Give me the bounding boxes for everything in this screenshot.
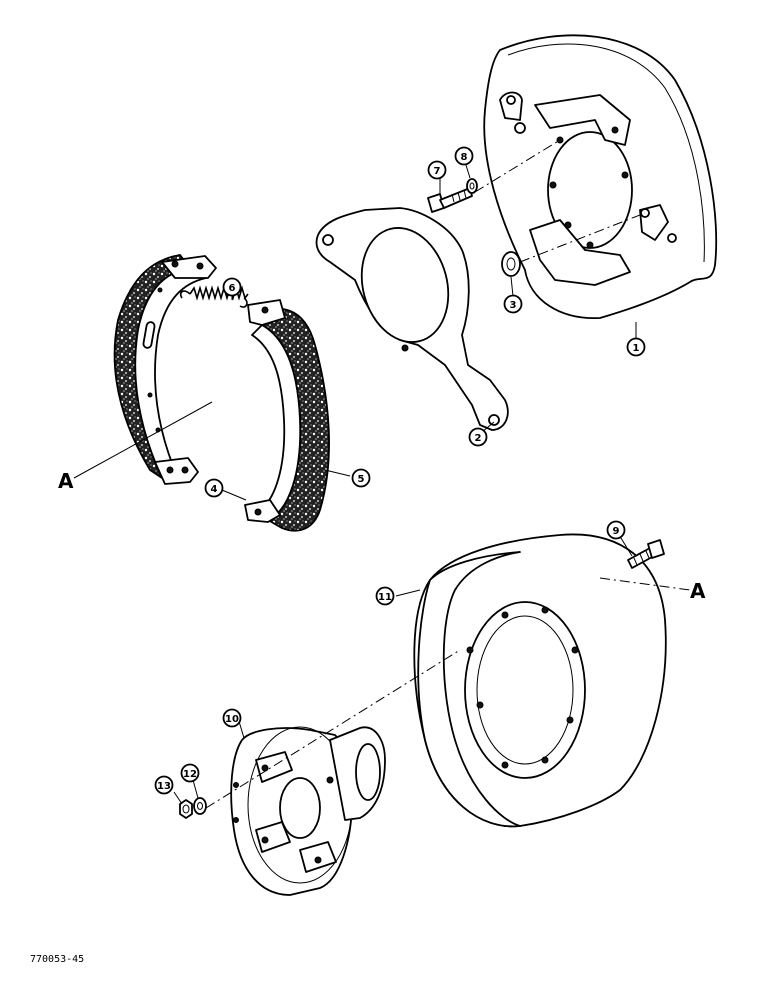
svg-text:5: 5 xyxy=(358,474,365,485)
reference-letter-a-right: A xyxy=(690,579,706,603)
callout-2: 2 xyxy=(468,427,488,447)
callout-7: 7 xyxy=(427,160,447,180)
hub-nut xyxy=(179,799,193,819)
svg-text:7: 7 xyxy=(434,166,441,177)
washer xyxy=(501,251,521,277)
callout-8: 8 xyxy=(454,146,474,166)
svg-text:1: 1 xyxy=(633,343,640,354)
reference-letter-a-left: A xyxy=(58,469,74,493)
svg-text:3: 3 xyxy=(510,300,517,311)
anchor-bracket xyxy=(315,207,509,431)
svg-text:10: 10 xyxy=(225,714,239,725)
callout-4: 4 xyxy=(204,478,224,498)
svg-text:6: 6 xyxy=(229,283,236,294)
svg-text:2: 2 xyxy=(475,433,482,444)
callout-1: 1 xyxy=(626,337,646,357)
return-spring xyxy=(179,285,249,308)
lock-washer xyxy=(466,178,478,194)
callout-9: 9 xyxy=(606,520,626,540)
svg-text:9: 9 xyxy=(613,526,620,537)
callout-5: 5 xyxy=(351,468,371,488)
callout-10: 10 xyxy=(222,708,242,728)
brake-shoe-left xyxy=(113,254,217,485)
callout-3: 3 xyxy=(503,294,523,314)
callout-11: 11 xyxy=(375,586,395,606)
leader-lines xyxy=(173,164,637,805)
svg-text:4: 4 xyxy=(211,484,218,495)
figure-code: 770053-45 xyxy=(30,954,84,965)
svg-text:13: 13 xyxy=(157,781,171,792)
drum-bolt xyxy=(627,539,665,569)
callout-13: 13 xyxy=(154,775,174,795)
center-lines xyxy=(73,139,691,809)
callout-12: 12 xyxy=(180,763,200,783)
callout-6: 6 xyxy=(222,277,242,297)
bolt xyxy=(427,187,473,213)
svg-text:11: 11 xyxy=(378,592,392,603)
svg-text:8: 8 xyxy=(461,152,468,163)
hub xyxy=(230,726,386,896)
brake-drum xyxy=(413,533,667,828)
hub-lock-washer xyxy=(193,797,207,815)
svg-text:12: 12 xyxy=(183,769,197,780)
backing-plate xyxy=(483,34,718,319)
brake-shoe-right xyxy=(244,299,330,532)
